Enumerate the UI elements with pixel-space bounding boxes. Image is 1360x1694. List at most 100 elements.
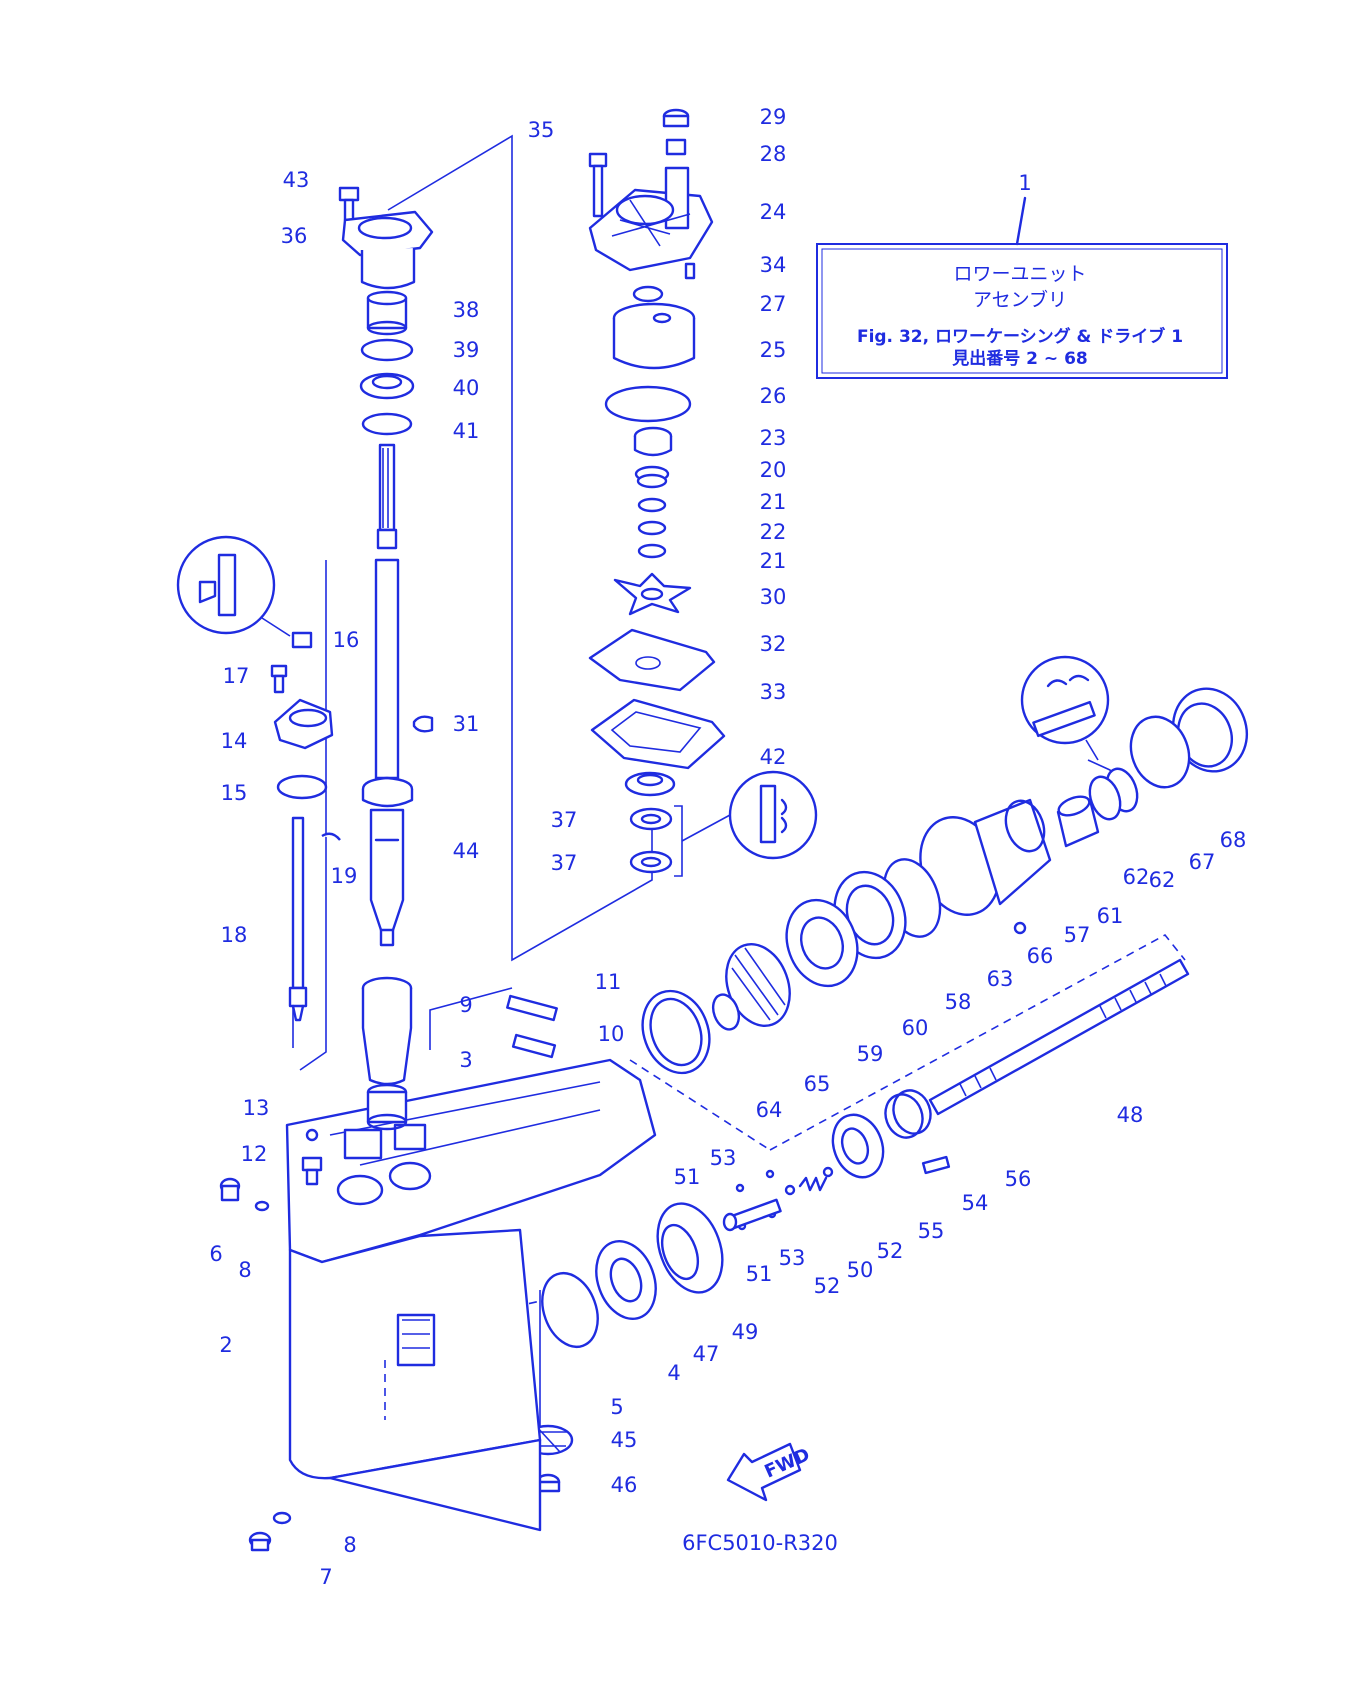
shift-rod-18 <box>288 816 308 1022</box>
part-label-38-8: 38 <box>453 298 480 322</box>
water-pump-stack <box>588 108 818 877</box>
shift-rod-housing-14 <box>273 698 334 750</box>
part-label-58-41: 58 <box>945 990 972 1014</box>
drive-shaft-44 <box>361 443 414 947</box>
part-label-51-55: 51 <box>674 1165 701 1189</box>
part-label-42-26: 42 <box>760 745 787 769</box>
circlip-67 <box>1129 715 1191 789</box>
part-label-22-17: 22 <box>760 520 787 544</box>
part-label-43-4: 43 <box>283 168 310 192</box>
propeller-shaft-stack <box>522 655 1248 1493</box>
part-label-21-18: 21 <box>760 549 787 573</box>
title-line-3: Fig. 32, ロワーケーシング & ドライブ 1 <box>857 326 1183 347</box>
part-label-8-61: 8 <box>238 1258 251 1282</box>
o-ring-15 <box>276 774 328 800</box>
part-label-7-73: 7 <box>319 1565 332 1589</box>
part-label-53-60: 53 <box>779 1246 806 1270</box>
seal-40 <box>359 372 415 400</box>
shim-64 <box>641 989 711 1075</box>
part-label-39-10: 39 <box>453 338 480 362</box>
part-label-62-34: 62 <box>1123 865 1150 889</box>
part-label-64-50: 64 <box>756 1098 783 1122</box>
part-label-67-33: 67 <box>1189 850 1216 874</box>
title-line-1: ロワーユニット <box>953 263 1086 285</box>
part-label-62-35: 62 <box>1149 868 1176 892</box>
fwd-arrow: FWD <box>726 1442 813 1502</box>
propeller-shaft-housing-57 <box>919 798 1052 916</box>
impeller-30 <box>613 572 692 616</box>
title-line-4: 見出番号 2 ~ 68 <box>951 348 1088 369</box>
part-label-8-72: 8 <box>343 1533 356 1557</box>
part-label-4-68: 4 <box>667 1361 680 1385</box>
gear-case-2 <box>285 1058 657 1532</box>
gasket-33 <box>590 698 726 770</box>
housing-36 <box>341 210 434 290</box>
washer-21a <box>637 497 667 513</box>
spring-50 <box>798 1176 828 1192</box>
seal-20 <box>634 465 670 489</box>
title-box: 1 ロワーユニット アセンブリ Fig. 32, ロワーケーシング & ドライブ… <box>816 171 1228 379</box>
part-label-52-64: 52 <box>814 1274 841 1298</box>
part-label-2-66: 2 <box>219 1333 232 1357</box>
part-label-49-65: 49 <box>732 1320 759 1344</box>
o-ring-41 <box>361 412 413 436</box>
part-label-47-67: 47 <box>693 1342 720 1366</box>
part-label-28-1: 28 <box>760 142 787 166</box>
insert-cartridge-25 <box>612 302 696 370</box>
shim-65 <box>711 993 741 1031</box>
part-label-3-46: 3 <box>459 1048 472 1072</box>
part-label-41-13: 41 <box>453 419 480 443</box>
bolt-35 <box>588 152 608 218</box>
pin-34 <box>684 262 696 280</box>
shim-5 <box>541 1272 599 1348</box>
part-label-34-6: 34 <box>760 253 787 277</box>
part-label-32-21: 32 <box>760 632 787 656</box>
propeller-shaft-48 <box>928 958 1190 1116</box>
washer-22 <box>637 520 667 536</box>
part-label-25-9: 25 <box>760 338 787 362</box>
part-label-61-36: 61 <box>1097 904 1124 928</box>
bolt-17 <box>270 664 288 694</box>
part-label-21-16: 21 <box>760 490 787 514</box>
reverse-gear-59 <box>725 943 791 1027</box>
bolt-43 <box>338 186 360 222</box>
part-label-33-24: 33 <box>760 680 787 704</box>
part-label-24-3: 24 <box>760 200 787 224</box>
part-label-31-23: 31 <box>453 712 480 736</box>
part-label-5-69: 5 <box>610 1395 623 1419</box>
bearing-61 <box>1056 795 1100 848</box>
part-label-50-62: 50 <box>847 1258 874 1282</box>
washer-39 <box>360 338 414 362</box>
ball-13 <box>305 1128 319 1142</box>
o-ring-26 <box>604 385 692 423</box>
bearing-housing-68 <box>1172 687 1248 773</box>
key-31 <box>412 715 434 733</box>
shim-60 <box>785 898 859 988</box>
ball-52a <box>822 1166 834 1178</box>
shift-rod-assembly <box>176 535 341 1022</box>
part-label-66-39: 66 <box>1027 944 1054 968</box>
part-label-59-47: 59 <box>857 1042 884 1066</box>
part-label-48-49: 48 <box>1117 1103 1144 1127</box>
title-line-2: アセンブリ <box>973 288 1067 311</box>
plug-66 <box>1013 921 1027 935</box>
plug-12 <box>301 1156 323 1186</box>
pump-housing-24 <box>588 166 714 272</box>
part-label-54-56: 54 <box>962 1191 989 1215</box>
dowel-11 <box>506 994 558 1022</box>
part-label-56-54: 56 <box>1005 1167 1032 1191</box>
part-label-53-52: 53 <box>710 1146 737 1170</box>
washer-8a <box>254 1200 270 1212</box>
shift-plunger-49 <box>722 1198 782 1232</box>
part-label-52-59: 52 <box>877 1239 904 1263</box>
part-label-9-44: 9 <box>459 993 472 1017</box>
plate-32 <box>588 628 716 692</box>
part-label-14-25: 14 <box>221 729 248 753</box>
bushing-9 <box>361 976 413 1086</box>
part-label-35-2: 35 <box>528 118 555 142</box>
part-label-13-51: 13 <box>243 1096 270 1120</box>
clip-19 <box>321 832 341 841</box>
forward-gear-47 <box>656 1202 724 1294</box>
